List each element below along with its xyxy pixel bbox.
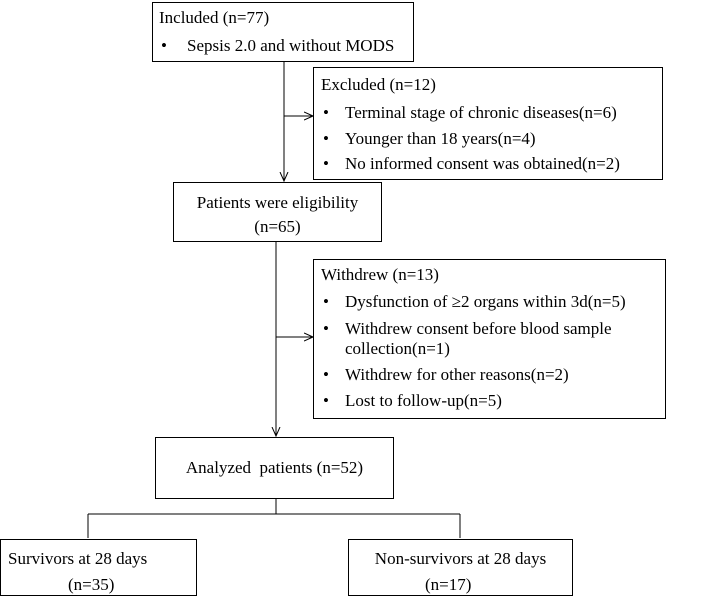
bullet: • <box>323 292 329 311</box>
included-box: Included (n=77) • Sepsis 2.0 and without… <box>152 2 414 62</box>
survivors-box: Survivors at 28 days (n=35) <box>0 539 197 596</box>
withdrew-item-continued: collection(n=1) <box>323 339 663 359</box>
withdrew-item-text: Dysfunction of ≥2 organs within 3d(n=5) <box>345 292 626 311</box>
survivors-line1: Survivors at 28 days <box>8 549 148 568</box>
bullet: • <box>323 129 329 148</box>
eligible-line1: Patients were eligibility <box>196 193 359 212</box>
non-survivors-line2: (n=17) <box>425 575 472 594</box>
analyzed-label: Analyzed patients (n=52) <box>185 458 364 477</box>
withdrew-item: • Dysfunction of ≥2 organs within 3d(n=5… <box>323 292 663 312</box>
withdrew-box: Withdrew (n=13) • Dysfunction of ≥2 orga… <box>313 259 666 419</box>
excluded-item-text: Terminal stage of chronic diseases(n=6) <box>345 103 617 122</box>
withdrew-item-text: Withdrew for other reasons(n=2) <box>345 365 569 384</box>
withdrew-item: • Withdrew consent before blood sample <box>323 319 663 339</box>
bullet: • <box>161 36 167 55</box>
withdrew-item-text: Lost to follow-up(n=5) <box>345 391 502 410</box>
bullet: • <box>323 365 329 384</box>
withdrew-item: • Lost to follow-up(n=5) <box>323 391 663 411</box>
excluded-box: Excluded (n=12) • Terminal stage of chro… <box>313 67 663 180</box>
analyzed-box: Analyzed patients (n=52) <box>155 437 394 499</box>
excluded-item: • Terminal stage of chronic diseases(n=6… <box>323 103 653 123</box>
non-survivors-box: Non-survivors at 28 days (n=17) <box>348 539 573 596</box>
non-survivors-line1: Non-survivors at 28 days <box>374 549 547 568</box>
excluded-item: • No informed consent was obtained(n=2) <box>323 154 653 174</box>
withdrew-item-text: Withdrew consent before blood sample <box>345 319 612 338</box>
included-item: • Sepsis 2.0 and without MODS <box>161 36 411 56</box>
withdrew-title: Withdrew (n=13) <box>321 265 439 284</box>
survivors-line2: (n=35) <box>68 575 115 594</box>
bullet: • <box>323 391 329 410</box>
excluded-item-text: Younger than 18 years(n=4) <box>345 129 536 148</box>
excluded-item: • Younger than 18 years(n=4) <box>323 129 653 149</box>
included-title: Included (n=77) <box>159 8 270 27</box>
withdrew-item: • Withdrew for other reasons(n=2) <box>323 365 663 385</box>
bullet: • <box>323 319 329 338</box>
withdrew-item-text: collection(n=1) <box>345 339 450 358</box>
excluded-item-text: No informed consent was obtained(n=2) <box>345 154 620 173</box>
bullet: • <box>323 154 329 173</box>
eligible-line2: (n=65) <box>254 217 301 236</box>
excluded-title: Excluded (n=12) <box>321 75 436 94</box>
eligible-box: Patients were eligibility (n=65) <box>173 182 382 242</box>
bullet: • <box>323 103 329 122</box>
included-item-text: Sepsis 2.0 and without MODS <box>187 36 395 55</box>
